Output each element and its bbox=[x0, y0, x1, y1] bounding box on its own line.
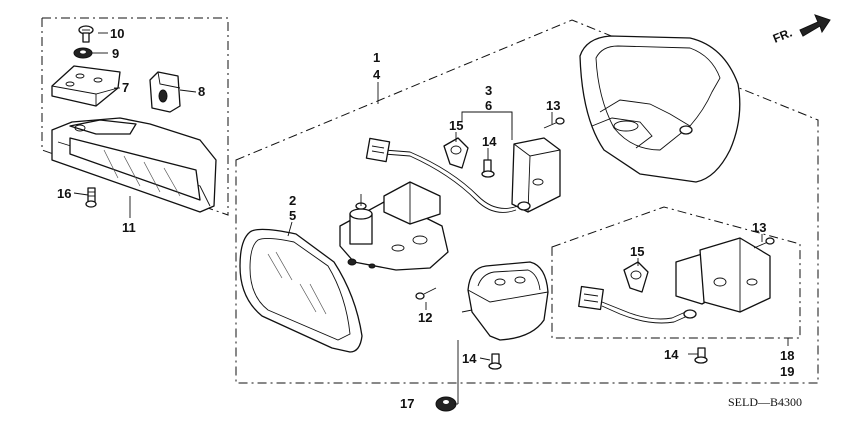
drawing-code: SELD—B4300 bbox=[728, 395, 802, 409]
callout-16: 16 bbox=[57, 186, 71, 201]
screw-14b bbox=[488, 353, 502, 370]
nut-17 bbox=[435, 396, 457, 412]
callout-14c: 14 bbox=[664, 347, 679, 362]
screw-10 bbox=[78, 25, 94, 43]
mirror-housing bbox=[579, 35, 741, 183]
screw-13b bbox=[753, 237, 775, 249]
callout-15b: 15 bbox=[630, 244, 644, 259]
callout-labels: 10 9 7 8 11 16 1 4 2 5 3 6 15 14 13 12 1… bbox=[57, 26, 794, 411]
actuator-subassembly-box bbox=[551, 206, 801, 339]
washer-9 bbox=[73, 47, 93, 59]
callout-12: 12 bbox=[418, 310, 432, 325]
harness-clip-15a bbox=[443, 137, 469, 169]
leader-lines bbox=[73, 32, 789, 405]
mirror-actuator bbox=[339, 181, 449, 271]
screw-13a bbox=[543, 117, 565, 129]
mirror-mount-cover-8 bbox=[149, 71, 181, 113]
front-direction-arrow: FR. bbox=[771, 14, 831, 46]
callout-10: 10 bbox=[110, 26, 124, 41]
callout-1: 1 bbox=[373, 50, 380, 65]
mirror-glass-2-5 bbox=[239, 228, 363, 353]
callout-7: 7 bbox=[122, 80, 129, 95]
callout-6: 6 bbox=[485, 98, 492, 113]
callout-8: 8 bbox=[198, 84, 205, 99]
door-mirror-assembly-box bbox=[235, 19, 819, 384]
callout-13a: 13 bbox=[546, 98, 560, 113]
callout-9: 9 bbox=[112, 46, 119, 61]
callout-4: 4 bbox=[373, 67, 381, 82]
rearview-mirror-11 bbox=[51, 117, 217, 213]
callout-14b: 14 bbox=[462, 351, 477, 366]
callout-5: 5 bbox=[289, 208, 296, 223]
front-direction-label: FR. bbox=[771, 26, 794, 46]
screw-14a bbox=[481, 159, 495, 178]
callout-2: 2 bbox=[289, 193, 296, 208]
callout-15a: 15 bbox=[449, 118, 463, 133]
screw-16 bbox=[85, 187, 97, 208]
callout-13b: 13 bbox=[752, 220, 766, 235]
callout-3: 3 bbox=[485, 83, 492, 98]
callout-14a: 14 bbox=[482, 134, 497, 149]
callout-19: 19 bbox=[780, 364, 794, 379]
arrow-icon bbox=[799, 14, 831, 37]
callout-18: 18 bbox=[780, 348, 794, 363]
harness-clip-15b bbox=[623, 261, 649, 293]
callout-17: 17 bbox=[400, 396, 414, 411]
screw-12 bbox=[415, 287, 437, 300]
actuator-subassembly-18-19 bbox=[578, 237, 771, 324]
rearview-mirror-group-box bbox=[41, 17, 229, 216]
screw-14c bbox=[694, 347, 708, 364]
callout-11: 11 bbox=[122, 220, 136, 235]
mirror-mount-base-7 bbox=[51, 65, 121, 107]
mirror-base bbox=[461, 261, 549, 341]
mirror-motor-3-6 bbox=[365, 137, 561, 213]
